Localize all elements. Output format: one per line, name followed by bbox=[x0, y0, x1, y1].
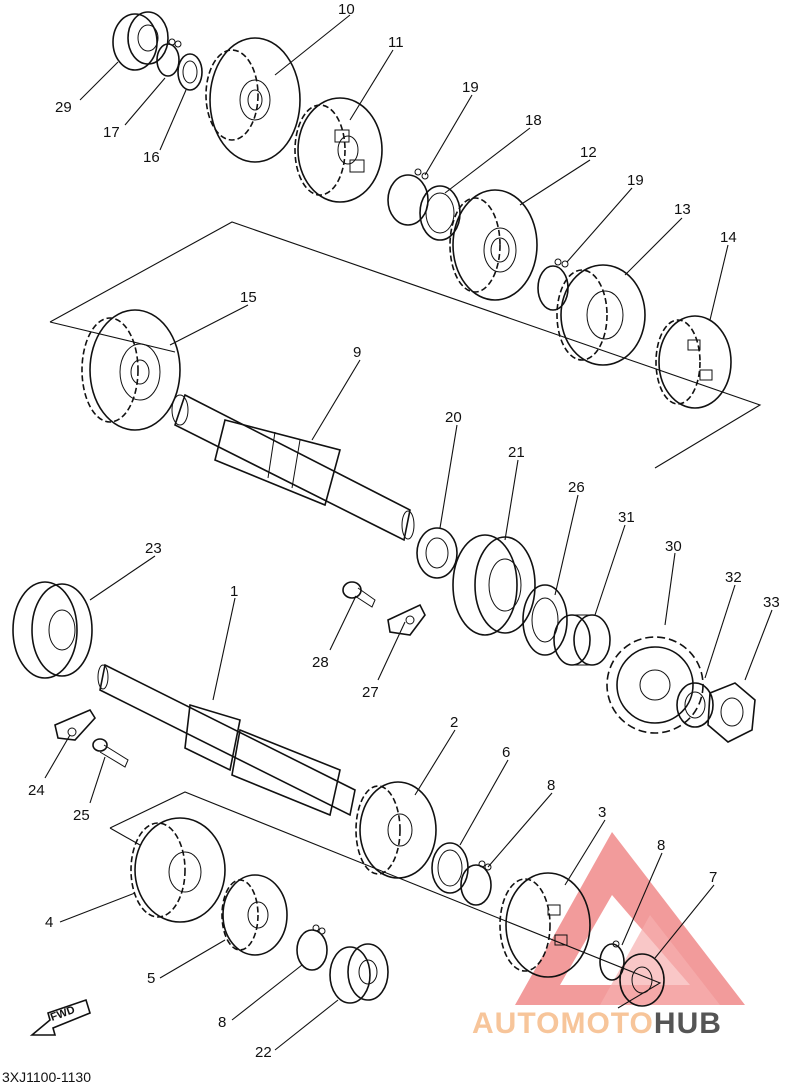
callout-14: 14 bbox=[720, 229, 737, 246]
gear-10 bbox=[205, 37, 301, 163]
oil-seal-26 bbox=[522, 584, 568, 656]
plate-24 bbox=[54, 708, 96, 741]
callout-31: 31 bbox=[618, 509, 635, 526]
callout-33: 33 bbox=[763, 594, 780, 611]
drive-axle-1 bbox=[97, 663, 356, 817]
callout-19-upper: 19 bbox=[462, 79, 479, 96]
callout-32: 32 bbox=[725, 569, 742, 586]
circlip-19-upper bbox=[387, 168, 429, 226]
callout-20: 20 bbox=[445, 409, 462, 426]
stopper-27 bbox=[387, 603, 426, 636]
callout-labels: 10 11 19 18 12 19 13 14 15 9 20 21 26 31… bbox=[28, 1, 780, 1061]
gear-15 bbox=[81, 309, 181, 431]
callout-8-upper: 8 bbox=[547, 777, 555, 794]
callout-8-lower: 8 bbox=[218, 1014, 226, 1031]
callout-26: 26 bbox=[568, 479, 585, 496]
washer-16 bbox=[177, 53, 203, 91]
callout-2: 2 bbox=[450, 714, 458, 731]
callout-1: 1 bbox=[230, 583, 238, 600]
callout-27: 27 bbox=[362, 684, 379, 701]
callout-28: 28 bbox=[312, 654, 329, 671]
main-shaft-9 bbox=[171, 393, 415, 542]
callout-16: 16 bbox=[143, 149, 160, 166]
washer-20 bbox=[416, 527, 458, 579]
callout-8-right: 8 bbox=[657, 837, 665, 854]
watermark-text: AUTOMOTOHUB bbox=[472, 1007, 722, 1040]
fwd-arrow-icon bbox=[29, 998, 91, 1036]
callout-10: 10 bbox=[338, 1, 355, 18]
gear-12 bbox=[449, 189, 538, 301]
circlip-17 bbox=[156, 38, 182, 77]
bearing-23 bbox=[12, 581, 93, 679]
nut-33 bbox=[707, 682, 756, 743]
gear-5 bbox=[221, 874, 288, 956]
callout-15: 15 bbox=[240, 289, 257, 306]
watermark-text-b: HUB bbox=[654, 1007, 722, 1040]
watermark-logo-icon bbox=[515, 832, 745, 1005]
circlip-8-lower bbox=[296, 924, 328, 971]
gear-11 bbox=[294, 97, 383, 203]
bearing-22 bbox=[329, 943, 389, 1004]
callout-23: 23 bbox=[145, 540, 162, 557]
circlip-8-right bbox=[599, 940, 625, 981]
callout-13: 13 bbox=[674, 201, 691, 218]
watermark-text-a: AUTOMOTO bbox=[472, 1007, 654, 1040]
bearing-29 bbox=[112, 11, 169, 71]
callout-19-middle: 19 bbox=[627, 172, 644, 189]
gear-4 bbox=[130, 817, 226, 923]
callout-4: 4 bbox=[45, 914, 53, 931]
callout-12: 12 bbox=[580, 144, 597, 161]
circlip-19-middle bbox=[537, 258, 569, 311]
gear-3 bbox=[499, 872, 591, 978]
washer-6 bbox=[431, 842, 469, 894]
callout-17: 17 bbox=[103, 124, 120, 141]
callout-24: 24 bbox=[28, 782, 45, 799]
callout-9: 9 bbox=[353, 344, 361, 361]
screw-25 bbox=[92, 738, 129, 768]
lower-assembly-frame bbox=[109, 791, 662, 1009]
callout-30: 30 bbox=[665, 538, 682, 555]
callout-18: 18 bbox=[525, 112, 542, 129]
lock-washer-32 bbox=[676, 682, 714, 728]
collar-31 bbox=[553, 614, 611, 666]
gear-13 bbox=[556, 264, 646, 366]
callout-7: 7 bbox=[709, 869, 717, 886]
callout-29: 29 bbox=[55, 99, 72, 116]
callout-5: 5 bbox=[147, 970, 155, 987]
callout-3: 3 bbox=[598, 804, 606, 821]
callout-11: 11 bbox=[388, 34, 404, 51]
circlip-8-upper bbox=[460, 860, 492, 906]
upper-assembly-frame bbox=[49, 221, 762, 469]
leader-lines bbox=[44, 14, 773, 1051]
bolt-28 bbox=[342, 581, 376, 608]
drawing-code: 3XJ1100-1130 bbox=[2, 1069, 91, 1085]
callout-22: 22 bbox=[255, 1044, 272, 1061]
callout-25: 25 bbox=[73, 807, 90, 824]
gear-2 bbox=[355, 781, 437, 879]
washer-7 bbox=[619, 953, 665, 1007]
callout-6: 6 bbox=[502, 744, 510, 761]
callout-21: 21 bbox=[508, 444, 525, 461]
gear-14 bbox=[655, 315, 732, 409]
